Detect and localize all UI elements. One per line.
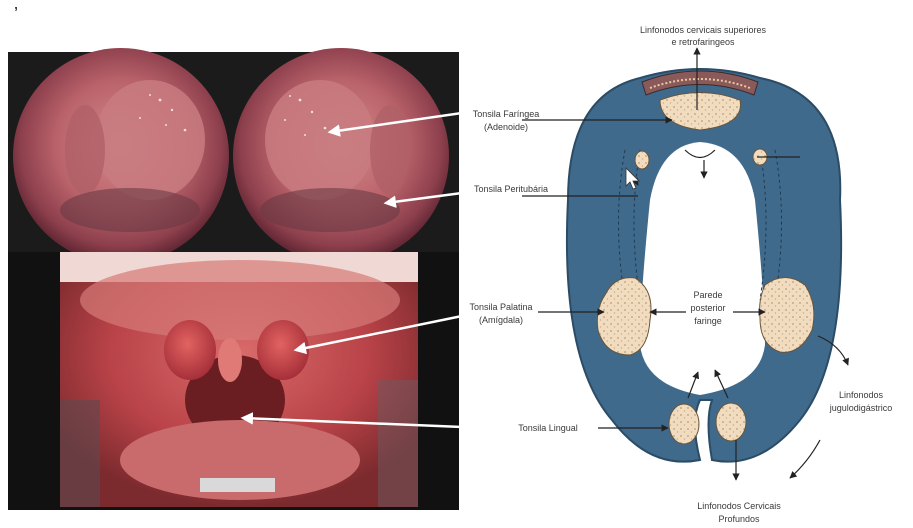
label-palatine-tonsil-1: Tonsila Palatina <box>469 302 532 312</box>
corner-mark: ’ <box>14 4 18 24</box>
label-peritubal-tonsil: Tonsila Peritubária <box>474 184 548 194</box>
label-posterior-wall-1: Parede <box>693 290 722 300</box>
label-deep-nodes-1: Linfonodos Cervicais <box>697 501 781 511</box>
label-palatine-tonsil-2: (Amígdala) <box>479 315 523 325</box>
label-posterior-wall-3: faringe <box>694 316 722 326</box>
label-pharyngeal-tonsil-2: (Adenoide) <box>484 122 528 132</box>
label-deep-nodes-2: Profundos <box>718 514 760 524</box>
throat-photo <box>8 252 459 510</box>
label-top-nodes-2: e retrofaringeos <box>671 37 735 47</box>
label-jugulo-nodes-1: Linfonodos <box>839 390 884 400</box>
label-lingual-tonsil: Tonsila Lingual <box>518 423 578 433</box>
label-jugulo-nodes-2: jugulodigástrico <box>829 403 893 413</box>
label-pharyngeal-tonsil-1: Tonsila Faríngea <box>473 109 540 119</box>
endoscopy-photos <box>8 48 459 264</box>
label-posterior-wall-2: posterior <box>690 303 725 313</box>
label-top-nodes-1: Linfonodos cervicais superiores <box>640 25 767 35</box>
